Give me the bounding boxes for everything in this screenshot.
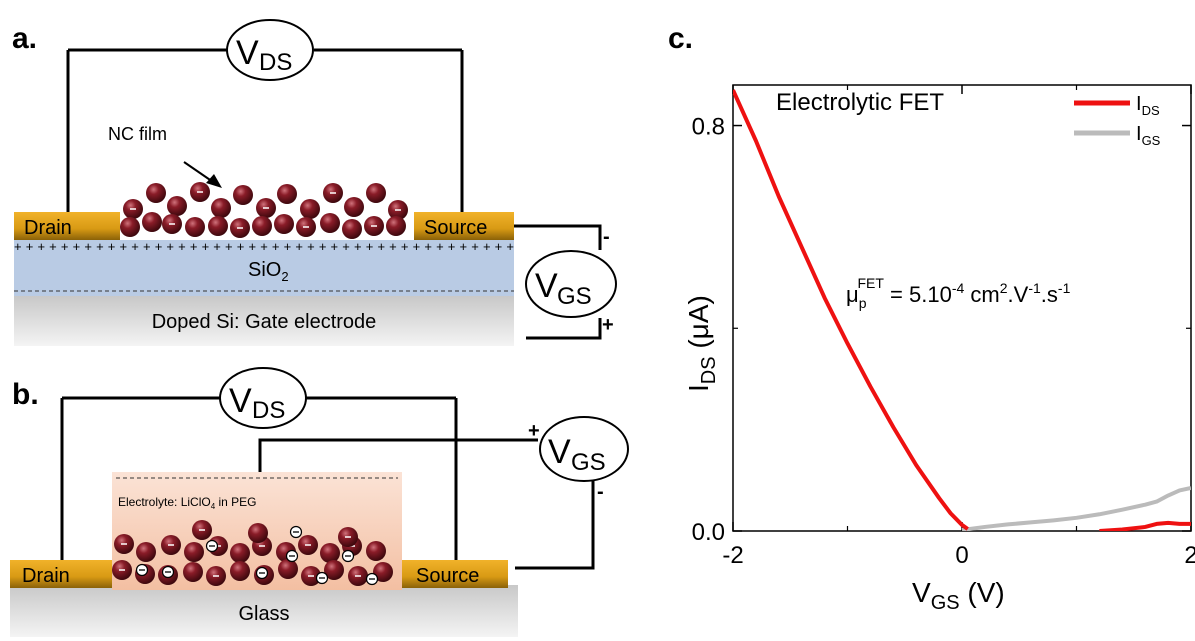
y-tick-label: 0.0 [692, 519, 725, 546]
source-electrode [414, 212, 514, 240]
nanocrystal [184, 542, 204, 562]
vgs-subscript: GS [557, 283, 592, 310]
panel-c: c. -2 0 2 0.0 0.8 VGS (V) IDS (μA) Electroly… [668, 22, 1195, 614]
panel-a: a. V DS Doped Si: Gate electrode SiO2 + … [12, 19, 617, 346]
panel-b: b. Glass Electrolyte: LiClO4 in PEG Drai… [10, 367, 629, 637]
vgs-symbol: V [535, 267, 558, 305]
vgs-plus-a: + [602, 314, 614, 336]
chart-title: Electrolytic FET [776, 89, 944, 116]
panel-c-letter: c. [668, 22, 693, 55]
series-ids-line [733, 89, 969, 531]
nanocrystal [320, 213, 340, 233]
panel-b-wires [60, 396, 595, 570]
vds-subscript-b: DS [252, 397, 285, 424]
nanocrystal [167, 196, 187, 216]
series-ids-line-tail [1099, 520, 1191, 531]
nc-film-b [112, 520, 393, 586]
drain-electrode [14, 212, 120, 240]
positive-charge-row: + + + + + + + + + + + + + + + + + + + + … [14, 239, 514, 254]
vgs-plus-b: + [528, 420, 540, 442]
drain-label-b: Drain [22, 565, 70, 587]
drain-electrode-b [10, 560, 112, 588]
nanocrystal [373, 562, 393, 582]
nc-film-a [120, 182, 408, 239]
source-label: Source [424, 217, 487, 239]
nanocrystal [120, 217, 140, 237]
nanocrystal [252, 216, 272, 236]
source-label-b: Source [416, 565, 479, 587]
nanocrystal [278, 559, 298, 579]
chart-area: -2 0 2 0.0 0.8 [692, 84, 1195, 569]
nc-film-label: NC film [108, 124, 167, 144]
electrolyte-label: Electrolyte: LiClO4 in PEG [118, 495, 257, 511]
x-tick-label: 2 [1184, 542, 1195, 569]
chart-legend: IDS IGS [1074, 93, 1161, 148]
nanocrystal [183, 562, 203, 582]
glass-substrate [10, 585, 518, 637]
gate-label: Doped Si: Gate electrode [152, 311, 377, 333]
nanocrystal [248, 523, 268, 543]
nanocrystal [366, 183, 386, 203]
panel-a-wires [66, 48, 602, 340]
nanocrystal [274, 214, 294, 234]
nanocrystal [185, 217, 205, 237]
nanocrystal [324, 560, 344, 580]
y-axis-label: IDS (μA) [683, 295, 720, 392]
nanocrystal [146, 183, 166, 203]
nanocrystal [386, 216, 406, 236]
x-axis-label: VGS (V) [912, 577, 1005, 614]
nc-film-arrowhead [206, 174, 222, 188]
nanocrystal [344, 197, 364, 217]
nanocrystal [366, 541, 386, 561]
nanocrystal [300, 199, 320, 219]
panel-a-letter: a. [12, 22, 37, 55]
nanocrystal [211, 198, 231, 218]
nanocrystal [277, 184, 297, 204]
source-electrode-b [402, 560, 508, 588]
panel-b-vgs-meter: V GS [539, 416, 629, 482]
vds-symbol: V [236, 34, 259, 72]
nanocrystal [136, 542, 156, 562]
drain-label: Drain [24, 217, 72, 239]
nanocrystal [233, 185, 253, 205]
x-tick-label: -2 [722, 542, 743, 569]
y-tick-label: 0.8 [692, 114, 725, 141]
nanocrystal [208, 216, 228, 236]
vgs-subscript-b: GS [571, 449, 606, 476]
panel-a-vgs-meter: V GS [525, 250, 617, 318]
nanocrystal [342, 219, 362, 239]
series-igs-line [961, 485, 1191, 531]
glass-label: Glass [238, 603, 289, 625]
panel-a-vds-meter: V DS [226, 19, 314, 81]
oxide-label: SiO2 [248, 259, 289, 284]
nanocrystal [230, 561, 250, 581]
nanocrystal [142, 212, 162, 232]
legend-label-ids: IDS [1136, 93, 1160, 118]
vgs-minus-b: - [597, 481, 604, 503]
vgs-minus-a: - [603, 226, 610, 248]
oxide-layer [14, 240, 514, 296]
gate-layer [14, 296, 514, 346]
mobility-annotation: μpFET = 5.10-4 cm2.V-1.s-1 [846, 275, 1071, 311]
vgs-symbol-b: V [548, 433, 571, 471]
nanocrystal [320, 543, 340, 563]
x-tick-label: 0 [955, 542, 968, 569]
vds-symbol-b: V [229, 382, 252, 420]
vds-subscript: DS [259, 49, 292, 76]
panel-b-letter: b. [12, 378, 39, 411]
nanocrystal [230, 543, 250, 563]
panel-b-vds-meter: V DS [219, 367, 307, 429]
plot-frame [732, 84, 1192, 532]
legend-label-igs: IGS [1136, 123, 1161, 148]
